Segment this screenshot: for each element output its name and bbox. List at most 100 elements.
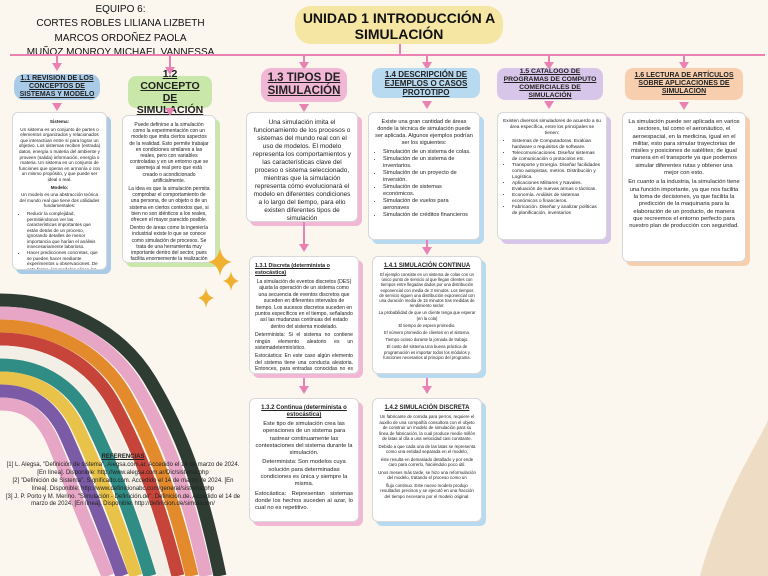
arrow-icon xyxy=(165,108,175,116)
card-text: Una simulación imita el funcionamiento d… xyxy=(253,119,351,222)
section-header-1-6: 1.6 LECTURA DE ARTÍCULOS SOBRE APLICACIO… xyxy=(625,68,743,100)
card-text: El tiempo de espera promedio. xyxy=(398,322,456,328)
card-1-4-2: 1.4.2 SIMULACIÓN DISCRETA Un fabricante … xyxy=(372,398,482,522)
card-1-4-1: 1.4.1 SIMULACIÓN CONTINUA El ejemplo con… xyxy=(372,256,482,374)
card-text: Existe una gran cantidad de áreas donde … xyxy=(375,119,473,146)
connector xyxy=(426,240,428,249)
arrow-icon xyxy=(299,62,309,70)
card-text: Dentro de áreas como la ingeniería indus… xyxy=(129,225,209,263)
card-text: Determinista: Si el sistema no contiene … xyxy=(255,332,353,352)
sparkle-icon xyxy=(223,271,239,291)
arrow-icon xyxy=(544,101,554,109)
section-header-1-2: 1.2 CONCEPTO DE SIMULACIÓN xyxy=(128,68,212,116)
arrow-icon xyxy=(422,247,432,255)
card-1-4: Existe una gran cantidad de áreas donde … xyxy=(368,112,480,240)
connector xyxy=(303,222,305,246)
card-1-2: Puede definirse a la simulación como la … xyxy=(122,115,216,263)
sub-card-title: 1.4.1 SIMULACIÓN CONTINUA xyxy=(383,263,471,269)
card-text: En cuanto a la industria, la simulación … xyxy=(628,179,740,230)
list-item: Simulación de sistemas económicos. xyxy=(383,184,474,198)
card-1-3: Una simulación imita el funcionamiento d… xyxy=(246,112,358,222)
team-block: EQUIPO 6: CORTES ROBLES LILIANA LIZBETH … xyxy=(8,3,233,60)
sub-card-title: 1.4.2 SIMULACIÓN DISCRETA xyxy=(384,405,470,411)
arrow-icon xyxy=(679,62,689,70)
card-text: Un modelo es una abstracción teórica del… xyxy=(19,192,100,209)
team-member: MUÑOZ MONROY MICHAEL VANNESSA xyxy=(26,46,215,58)
card-text: Tiempo ocioso durante la jornada de trab… xyxy=(385,337,469,343)
connector xyxy=(426,56,428,64)
card-text: Existen diversos simuladores de acuerdo … xyxy=(503,119,601,136)
list-item: Aplicaciones Militares y Navales. Evalua… xyxy=(512,181,601,193)
list-item: Economía. Análisis de sistemas económico… xyxy=(512,193,601,205)
reference-item: [2] "Definición de Sistema", Significado… xyxy=(12,478,234,492)
list-item: Telecomunicaciones. Diseñar sistemas de … xyxy=(512,151,601,163)
sparkle-icon xyxy=(198,288,214,308)
connector xyxy=(399,44,401,54)
list-item: Hacer predicciones concretas, que se pue… xyxy=(27,250,101,269)
arrow-icon xyxy=(679,102,689,110)
card-text: La simulación puede ser aplicada en vari… xyxy=(628,119,740,177)
card-1-3-1: 1.3.1 Discreta (determinista o estocásti… xyxy=(249,256,359,374)
card-text: La probabilidad de que un cliente tenga … xyxy=(378,310,476,321)
card-text: Un sistema es un conjunto de partes o el… xyxy=(18,126,101,182)
card-text: Puede definirse a la simulación como la … xyxy=(129,122,209,184)
card-text: Estocástica: En este caso algún elemento… xyxy=(255,353,353,373)
arrow-icon xyxy=(52,103,62,111)
list-item: Simulación de un sistema de inventarios. xyxy=(383,156,474,170)
main-title: UNIDAD 1 INTRODUCCIÓN A SIMULACIÓN xyxy=(295,6,503,44)
section-header-1-3: 1.3 TIPOS DE SIMULACIÓN xyxy=(261,68,347,102)
references: REFERENCIAS [1] L. Alegsa, "Definición d… xyxy=(5,454,241,510)
team-member: CORTES ROBLES LILIANA LIZBETH xyxy=(36,18,205,30)
arrow-icon xyxy=(422,386,432,394)
card-text: El ejemplo consiste en un sistema de col… xyxy=(379,272,475,309)
reference-item: [1] L. Alegsa, "Definición de sistema", … xyxy=(6,462,240,476)
list-item: Simulación de vuelos para aeronaves xyxy=(383,198,474,212)
connector xyxy=(169,56,171,68)
section-header-1-1: 1.1 REVISION DE LOS CONCEPTOS DE SISTEMA… xyxy=(14,74,100,100)
card-1-5: Existen diversos simuladores de acuerdo … xyxy=(497,112,607,240)
arrow-icon xyxy=(544,62,554,70)
section-header-1-4: 1.4 DESCRIPCIÓN DE EJEMPLOS O CASOS PROT… xyxy=(372,68,480,98)
connector xyxy=(426,374,428,388)
references-title: REFERENCIAS xyxy=(101,454,145,460)
card-text: éste resulta en demasiado detallado y po… xyxy=(380,456,474,468)
card-text: Estocástica: Representan sistemas donde … xyxy=(255,490,353,512)
arrow-icon xyxy=(299,386,309,394)
list-item: Fabricación. Diseñar y analizar política… xyxy=(512,205,601,217)
card-text: Sistema: xyxy=(49,119,70,124)
connector xyxy=(303,374,305,388)
arrow-icon xyxy=(299,104,309,112)
list-item: Transporte y Energía. Diseñar facilidade… xyxy=(512,163,601,181)
arrow-icon xyxy=(422,101,432,109)
list-item: Reducir la complejidad, permitiéndonos v… xyxy=(27,211,101,250)
arrow-icon xyxy=(299,244,309,252)
list-item: Simulación de un sistema de colas. xyxy=(383,149,474,156)
arrow-icon xyxy=(165,67,175,75)
team-member: MARCOS ORDOÑEZ PAOLA xyxy=(54,32,187,44)
reference-item: [3] J. P. Porto y M. Merino. "Simulación… xyxy=(5,494,241,508)
sub-card-title: 1.3.1 Discreta (determinista o estocásti… xyxy=(255,263,330,276)
team-label: EQUIPO 6: xyxy=(95,4,146,15)
connector xyxy=(683,56,685,64)
card-text: Debido a que cada una de las latas se re… xyxy=(378,443,476,455)
card-text: La simulación de eventos discretos (DES)… xyxy=(255,279,353,330)
list-item: Simulación de créditos financieros xyxy=(383,212,474,219)
connector-line xyxy=(10,54,765,56)
card-text: La idea es que la simulación permita com… xyxy=(128,186,210,224)
list-item: Sistemas de Computadoras. Evalúan hardwa… xyxy=(512,139,601,151)
arrow-icon xyxy=(52,63,62,71)
sub-card-title: 1.3.2 Continua (determinista o estocásti… xyxy=(261,405,347,418)
connector xyxy=(56,56,58,64)
card-text: El costo del sistema.Una buena práctica … xyxy=(383,344,471,360)
card-1-3-2: 1.3.2 Continua (determinista o estocásti… xyxy=(249,398,359,522)
connector xyxy=(303,56,305,64)
list-item: Simulación de un proyecto de inversión. xyxy=(383,170,474,184)
arrow-icon xyxy=(422,62,432,70)
card-text: Este tipo de simulación crea las operaci… xyxy=(255,421,353,457)
connector xyxy=(548,56,550,64)
card-text: Modelo: xyxy=(50,184,69,190)
sparkle-icon xyxy=(208,248,232,276)
card-text: El número promedio de clientes en el sis… xyxy=(384,330,470,336)
card-text: Un fabricante de comida para perros, req… xyxy=(378,414,476,441)
